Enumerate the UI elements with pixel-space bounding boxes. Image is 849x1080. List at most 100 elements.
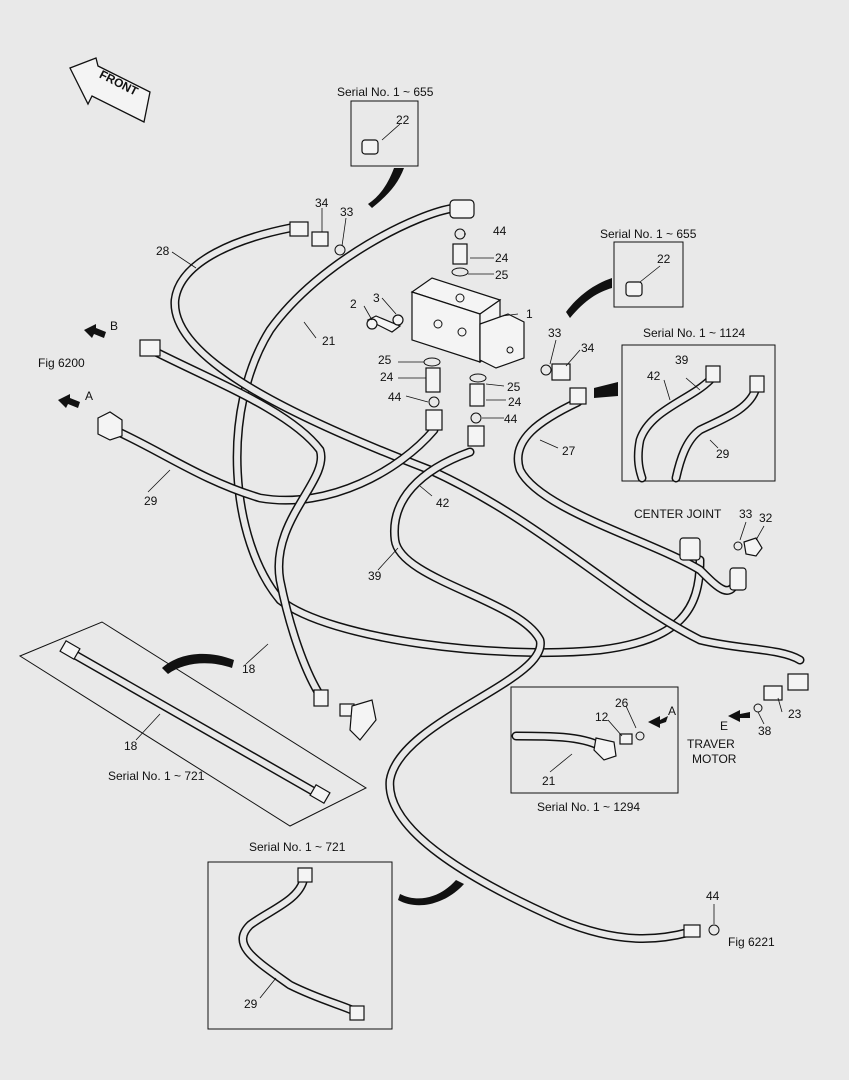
center-joint-fitting <box>679 537 701 561</box>
fitting-23 <box>763 685 783 701</box>
front-arrow-icon: FRONT <box>69 57 151 123</box>
inset-1294-hose-21 <box>511 731 645 761</box>
motor-label: MOTOR <box>692 752 737 766</box>
fitting-24-top <box>452 243 468 265</box>
callout-28: 28 <box>156 244 170 258</box>
pointer-arrow-icon <box>162 653 234 674</box>
bolt-2 <box>366 315 402 333</box>
washer-3 <box>392 314 404 326</box>
callout-18-inset: 18 <box>124 739 138 753</box>
callout-27: 27 <box>562 444 576 458</box>
serial-label-1294: Serial No. 1 ~ 1294 <box>537 800 640 814</box>
port-label-a-inset: A <box>668 704 676 718</box>
hose-39 <box>385 447 695 943</box>
callout-24-right: 24 <box>508 395 522 409</box>
callout-39-main: 39 <box>368 569 382 583</box>
hose-fitting-28 <box>289 221 309 237</box>
callout-42-inset: 42 <box>647 369 661 383</box>
center-joint-fitting <box>729 567 747 591</box>
callout-33-block: 33 <box>548 326 562 340</box>
callout-22-top: 22 <box>396 113 410 127</box>
callout-44-right: 44 <box>504 412 518 426</box>
callout-29-main: 29 <box>144 494 158 508</box>
hose-end-a <box>97 411 123 441</box>
tee-fitting <box>313 689 377 741</box>
port-label-a: A <box>85 389 93 403</box>
arrow-e-icon <box>728 710 750 722</box>
inset-box-serial-721-bottom <box>207 861 393 1030</box>
serial-label-721-left: Serial No. 1 ~ 721 <box>108 769 205 783</box>
inset-box-serial-1124 <box>621 344 776 482</box>
callout-22-right: 22 <box>657 252 671 266</box>
fig-6200-label: Fig 6200 <box>38 356 85 370</box>
callout-33-upper: 33 <box>340 205 354 219</box>
o-ring-25-left <box>423 357 441 367</box>
fitting-24-left <box>425 367 441 393</box>
callout-25-right: 25 <box>507 380 521 394</box>
pointer-arrow-icon <box>398 880 464 906</box>
hose-end-b <box>139 339 161 357</box>
callout-24-top: 24 <box>495 251 509 265</box>
o-ring-33-cj <box>733 541 743 551</box>
inset-721-hose-18 <box>59 639 331 805</box>
port-label-b: B <box>110 319 118 333</box>
hose-29 <box>105 423 439 505</box>
arrow-a-inset-icon <box>648 716 668 728</box>
callout-33-cj: 33 <box>739 507 753 521</box>
callout-25-left: 25 <box>378 353 392 367</box>
fig-6221-label: Fig 6221 <box>728 935 775 949</box>
inset-1124-hoses <box>633 365 765 483</box>
adapter-34 <box>551 363 571 381</box>
port-label-e: E <box>720 719 728 733</box>
inset-box-serial-1294 <box>510 686 679 794</box>
callout-1: 1 <box>526 307 533 321</box>
hose-fitting-top <box>449 199 475 219</box>
adapter-34-upper <box>311 231 329 247</box>
callout-21-inset: 21 <box>542 774 556 788</box>
callout-18-main: 18 <box>242 662 256 676</box>
plug-22 <box>361 139 379 155</box>
valve-block-1 <box>410 277 525 369</box>
hose-fitting-27 <box>569 387 587 405</box>
hose-fitting-right <box>467 425 485 447</box>
callout-39-inset: 39 <box>675 353 689 367</box>
callout-3: 3 <box>373 291 380 305</box>
center-joint-label: CENTER JOINT <box>634 507 722 521</box>
callout-21-main: 21 <box>322 334 336 348</box>
serial-label-721-bottom: Serial No. 1 ~ 721 <box>249 840 346 854</box>
callout-26: 26 <box>615 696 629 710</box>
o-ring-25-right <box>469 373 487 383</box>
traver-label: TRAVER <box>687 737 735 751</box>
callout-42-main: 42 <box>436 496 450 510</box>
hose-27 <box>513 397 743 595</box>
callout-38: 38 <box>758 724 772 738</box>
callout-24-left: 24 <box>380 370 394 384</box>
hose-end-fitting <box>683 924 701 938</box>
callout-44-top: 44 <box>493 224 507 238</box>
o-ring-44-top <box>454 228 466 240</box>
pointer-arrow-icon <box>368 168 404 208</box>
traver-hose-end <box>787 673 809 691</box>
o-ring-25-top <box>451 267 469 277</box>
plug-22-right <box>625 281 643 297</box>
callout-32: 32 <box>759 511 773 525</box>
hose-fitting-left <box>425 409 443 431</box>
inset-box-serial-655-right <box>613 241 684 308</box>
callout-2: 2 <box>350 297 357 311</box>
inset-box-serial-721-left <box>18 621 368 827</box>
callout-29-1124: 29 <box>716 447 730 461</box>
serial-label-655-top: Serial No. 1 ~ 655 <box>337 85 434 99</box>
pointer-arrow-icon <box>594 382 618 398</box>
leader-lines <box>135 123 783 999</box>
callout-44-fig6221: 44 <box>706 889 720 903</box>
o-ring-44-left <box>428 396 440 408</box>
callout-12: 12 <box>595 710 609 724</box>
hose-28 <box>170 223 805 665</box>
callout-34-block: 34 <box>581 341 595 355</box>
serial-label-1124: Serial No. 1 ~ 1124 <box>643 326 746 340</box>
hose-18 <box>143 343 326 697</box>
serial-label-655-right: Serial No. 1 ~ 655 <box>600 227 697 241</box>
inset-box-serial-655-top <box>350 100 419 167</box>
elbow-32 <box>743 537 763 557</box>
